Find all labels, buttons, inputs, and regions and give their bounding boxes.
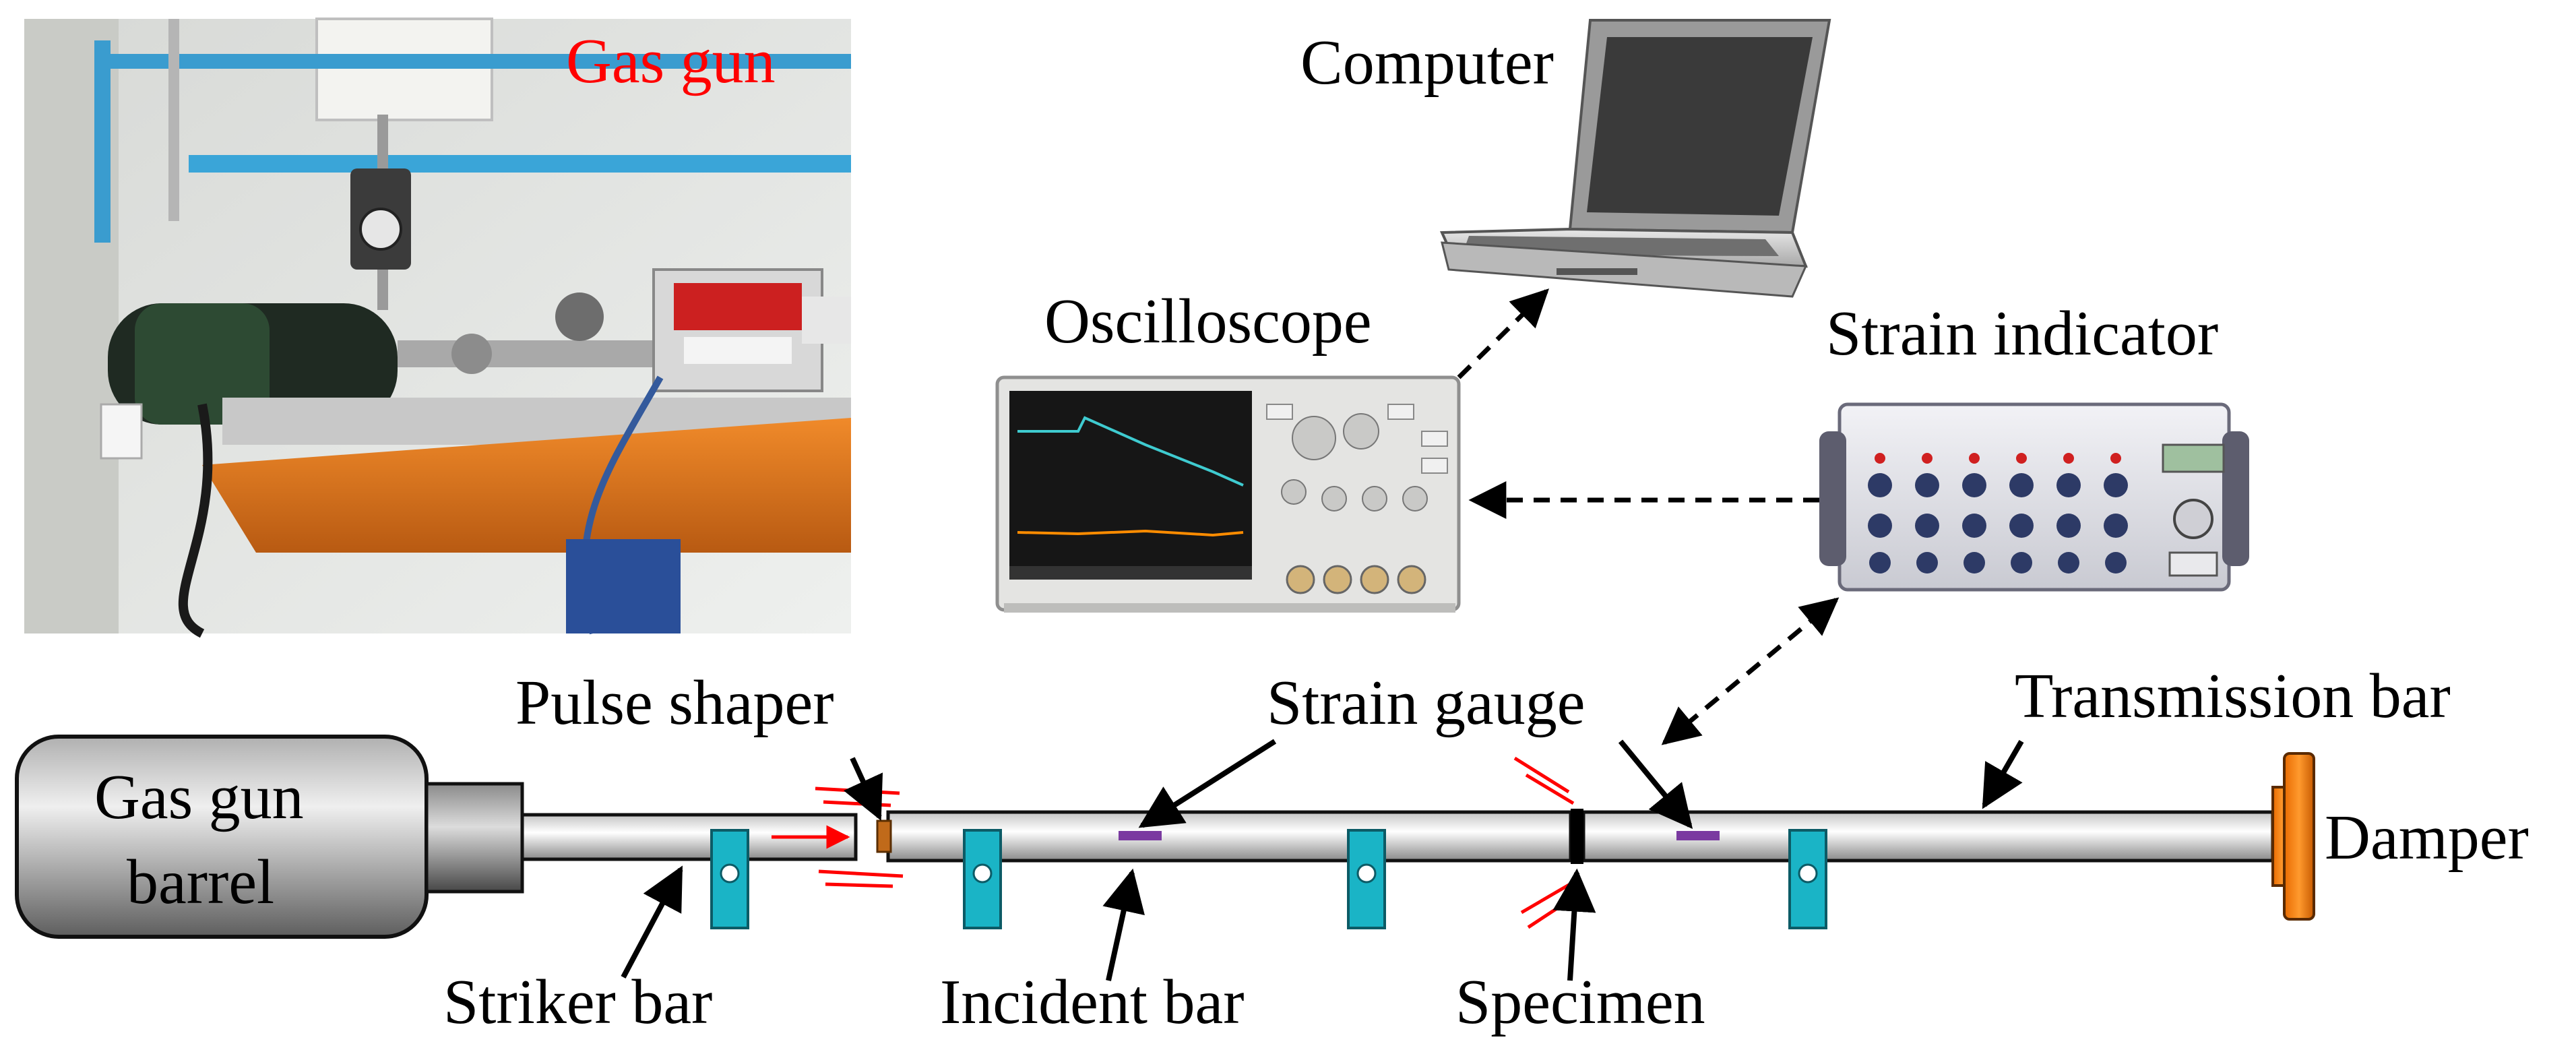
signal-connections [1457, 288, 1840, 745]
pulse-shaper [876, 819, 892, 853]
pulse-shaper-label: Pulse shaper [515, 668, 834, 738]
computer-laptop [1439, 19, 1831, 298]
strain-indicator-label: Strain indicator [1826, 299, 2219, 369]
striker-bar-pointer [621, 865, 683, 979]
strain-gauge-incident-pointer [1138, 739, 1277, 828]
impact-marks [772, 756, 1577, 929]
oscilloscope-label: Oscilloscope [1044, 286, 1372, 357]
gas-gun-photo-label: Gas gun [566, 26, 776, 96]
oscilloscope-to-computer-arrow [1457, 288, 1549, 379]
incident-bar-pointer [1102, 868, 1145, 981]
strain-gauge-incident [1119, 831, 1162, 840]
label-pointers [621, 739, 2024, 981]
specimen-label: Specimen [1455, 967, 1705, 1037]
specimen [1571, 809, 1583, 864]
damper-label: Damper [2325, 803, 2529, 873]
damper [2271, 752, 2315, 921]
gas-gun-barrel-label-line2: barrel [127, 847, 275, 917]
strain-indicator-device [1819, 402, 2249, 592]
strain-gauge-transmission-pointer [1618, 739, 1693, 829]
oscilloscope-device [995, 375, 1461, 613]
strain-gauge-to-strain-indicator-arrow [1661, 597, 1840, 745]
gas-gun-photo [24, 18, 851, 638]
computer-label: Computer [1300, 28, 1554, 98]
strain-gauge-transmission [1676, 831, 1720, 840]
transmission-bar-pointer [1982, 739, 2024, 809]
strain-gauge-label: Strain gauge [1267, 668, 1585, 738]
pulse-shaper-pointer [843, 757, 883, 821]
transmission-bar-label: Transmission bar [2015, 661, 2451, 731]
gas-gun-barrel-label-line1: Gas gun [94, 762, 304, 832]
incident-bar-label: Incident bar [940, 967, 1245, 1037]
bar-supports [710, 829, 1827, 929]
gas-gun-barrel [15, 735, 524, 939]
striker-bar-label: Striker bar [443, 967, 713, 1037]
specimen-pointer [1552, 868, 1596, 981]
